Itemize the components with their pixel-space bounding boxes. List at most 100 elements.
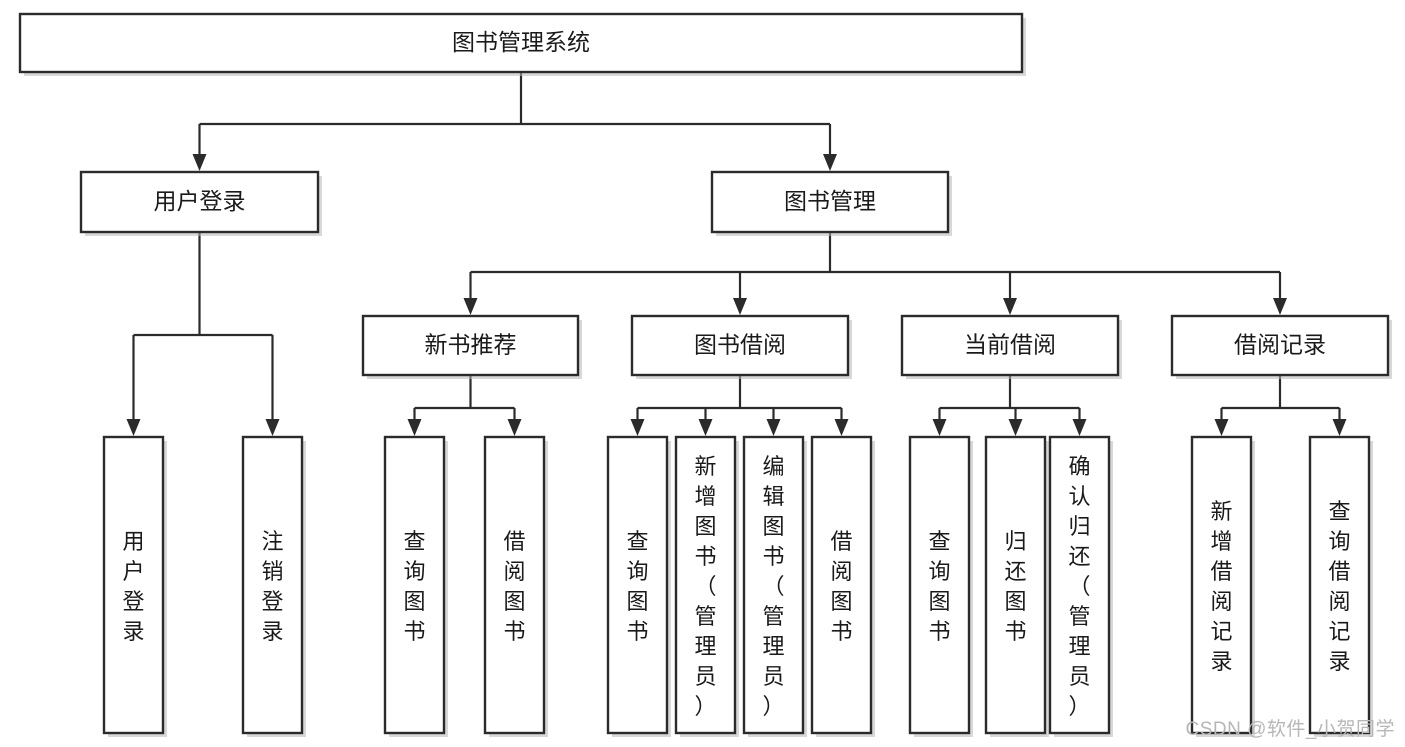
node-label-char: 登 xyxy=(122,589,144,614)
node-border xyxy=(79,170,320,234)
node-border xyxy=(900,314,1120,377)
arrow-head-icon xyxy=(1008,419,1023,436)
node-label-char: 归 xyxy=(1004,529,1026,554)
arrow-head-icon xyxy=(630,419,645,436)
node-root-图书管理系统-0[interactable]: 图书管理系统 xyxy=(18,12,1026,76)
node-label-char: 归 xyxy=(1068,514,1090,539)
node-label-char: 录 xyxy=(1328,649,1350,674)
node-border xyxy=(1048,435,1111,735)
node-label-char: 确 xyxy=(1068,454,1090,479)
node-border xyxy=(18,12,1024,74)
node-label-char: 辑 xyxy=(762,484,784,509)
node-label-char: 图 xyxy=(762,514,784,539)
node-border xyxy=(630,314,850,377)
node-border xyxy=(1190,435,1253,735)
node-label-char: 用 xyxy=(122,529,144,554)
node-level3-新书推荐-0[interactable]: 新书推荐 xyxy=(361,314,582,379)
node-label-char: 增 xyxy=(1210,529,1232,554)
node-border xyxy=(361,314,580,377)
node-label-char: 理 xyxy=(694,634,716,659)
connector-new-book-to-leaves xyxy=(407,375,522,436)
arrow-head-icon xyxy=(463,298,478,315)
node-border xyxy=(102,435,165,735)
node-label-char: （ xyxy=(1068,574,1090,599)
node-level3-借阅记录-3[interactable]: 借阅记录 xyxy=(1170,314,1392,379)
node-label-char: 理 xyxy=(762,634,784,659)
node-label-char: 管 xyxy=(1068,604,1090,629)
node-label-char: 书 xyxy=(830,619,852,644)
connector-root-to-level2 xyxy=(192,72,837,171)
arrow-head-icon xyxy=(698,419,713,436)
arrow-head-icon xyxy=(1003,298,1017,315)
node-label-char: 员 xyxy=(762,664,784,689)
node-level3-图书借阅-1[interactable]: 图书借阅 xyxy=(630,314,852,379)
node-label-char: 询 xyxy=(1328,529,1350,554)
node-label-char: 销 xyxy=(261,559,283,584)
node-label-char: 认 xyxy=(1068,484,1090,509)
node-border xyxy=(674,435,737,735)
node-border xyxy=(483,435,546,735)
node-border xyxy=(241,435,304,735)
node-label-char: 询 xyxy=(928,559,950,584)
node-leaf-用户登录-0[interactable]: 用户登录 xyxy=(102,435,167,737)
connector-records-to-leaves xyxy=(1214,375,1347,436)
node-label-char: 编 xyxy=(762,454,784,479)
arrow-head-icon xyxy=(1332,419,1347,436)
node-label-char: 户 xyxy=(122,559,144,584)
arrow-head-icon xyxy=(507,419,522,436)
arrow-head-icon xyxy=(192,154,207,171)
node-border xyxy=(1170,314,1390,377)
node-label-char: 注 xyxy=(261,529,283,554)
node-label-char: 阅 xyxy=(1328,589,1350,614)
node-label-char: 录 xyxy=(261,619,283,644)
node-label-char: 阅 xyxy=(1210,589,1232,614)
node-label-char: 询 xyxy=(626,559,648,584)
node-label-char: 图 xyxy=(626,589,648,614)
node-level2-图书管理-1[interactable]: 图书管理 xyxy=(710,170,952,236)
node-label-char: 书 xyxy=(694,544,716,569)
node-label-char: 图 xyxy=(928,589,950,614)
node-label-char: ） xyxy=(762,694,784,719)
arrow-head-icon xyxy=(823,154,837,171)
node-label-char: 员 xyxy=(694,664,716,689)
connector-current-borrow-to-leaves xyxy=(932,375,1087,436)
node-level2-用户登录-0[interactable]: 用户登录 xyxy=(79,170,322,236)
node-label-char: 增 xyxy=(694,484,716,509)
node-label-char: 书 xyxy=(1004,619,1026,644)
node-label-char: 登 xyxy=(261,589,283,614)
node-label-char: 记 xyxy=(1210,619,1232,644)
node-label: 图书管理系统 xyxy=(452,29,590,55)
node-border xyxy=(606,435,669,735)
connector-layer xyxy=(126,72,1347,436)
node-border xyxy=(984,435,1047,735)
node-label-char: 记 xyxy=(1328,619,1350,644)
node-label-char: 图 xyxy=(403,589,425,614)
node-border xyxy=(810,435,873,735)
node-level3-当前借阅-2[interactable]: 当前借阅 xyxy=(900,314,1122,379)
node-label: 用户登录 xyxy=(154,188,246,214)
node-label-char: 借 xyxy=(830,529,852,554)
arrow-head-icon xyxy=(733,298,747,315)
node-label: 图书管理 xyxy=(784,188,876,214)
node-label: 新书推荐 xyxy=(425,332,517,358)
node-label-char: 新 xyxy=(694,454,716,479)
node-label-char: 还 xyxy=(1004,559,1026,584)
node-label-char: 查 xyxy=(403,529,425,554)
node-border xyxy=(1308,435,1371,735)
node-label-char: 管 xyxy=(762,604,784,629)
arrow-head-icon xyxy=(766,419,781,436)
